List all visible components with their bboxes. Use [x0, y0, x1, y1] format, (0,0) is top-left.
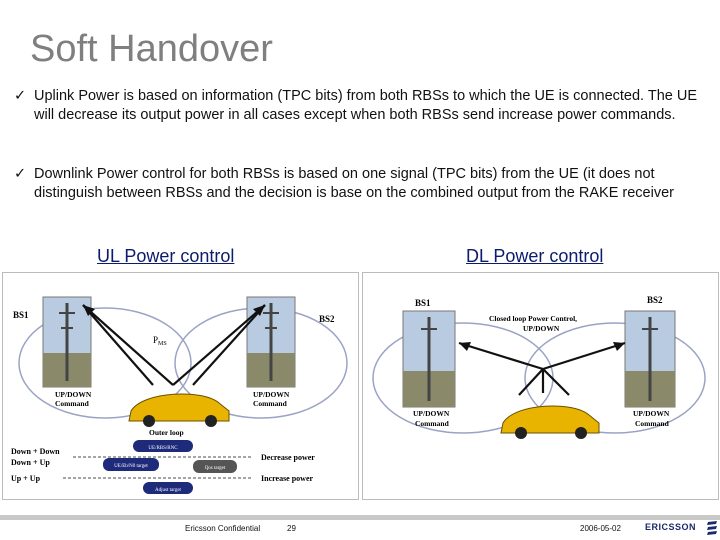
- dl-closed-loop-line1: Closed loop Power Control,: [489, 314, 577, 323]
- ul-bs1-label: BS1: [13, 310, 29, 320]
- ul-increase-power-label: Increase power: [261, 474, 314, 483]
- ul-bs2-tower-image: [247, 297, 295, 387]
- dl-cmd1-line1: UP/DOWN: [413, 409, 450, 418]
- bullet-downlink: ✓ Downlink Power control for both RBSs i…: [14, 165, 704, 203]
- dl-cmd1-line2: Command: [415, 419, 450, 428]
- footer-date: 2006-05-02: [580, 524, 621, 533]
- ericsson-mark-icon: [706, 521, 718, 535]
- ul-bs2-label: BS2: [319, 314, 335, 324]
- ul-pms-label: PMS: [153, 335, 167, 347]
- ul-cmd1-line1: UP/DOWN: [55, 390, 92, 399]
- checkmark-icon: ✓: [14, 87, 26, 106]
- svg-text:Qos target: Qos target: [205, 466, 226, 471]
- ul-bs1-tower-image: [43, 297, 91, 387]
- dl-diagram: BS1 BS2 Closed loop Power Control, UP/DO…: [362, 272, 719, 500]
- dl-power-control-heading: DL Power control: [466, 246, 603, 267]
- ul-up-up-label: Up + Up: [11, 474, 41, 483]
- ul-power-control-heading: UL Power control: [97, 246, 234, 267]
- checkmark-icon: ✓: [14, 165, 26, 184]
- ul-down-down-label: Down + Down: [11, 447, 60, 456]
- svg-text:Adjust target: Adjust target: [155, 488, 181, 493]
- dl-bs2-tower-image: [625, 311, 675, 407]
- bullet-downlink-text: Downlink Power control for both RBSs is …: [34, 165, 704, 203]
- dl-bs1-tower-image: [403, 311, 455, 407]
- ul-cmd2-line1: UP/DOWN: [253, 390, 290, 399]
- ul-car-image: [129, 394, 229, 427]
- bullet-uplink: ✓ Uplink Power is based on information (…: [14, 87, 714, 125]
- dl-cmd2-line2: Command: [635, 419, 670, 428]
- ul-cmd1-line2: Command: [55, 399, 90, 408]
- dl-bs2-label: BS2: [647, 295, 663, 305]
- footer-divider: [0, 515, 720, 520]
- footer-confidential: Ericsson Confidential: [185, 524, 260, 533]
- dl-car-image: [501, 406, 599, 439]
- footer-page-number: 29: [287, 524, 296, 533]
- svg-text:UE/RBS/RNC: UE/RBS/RNC: [148, 446, 178, 451]
- ul-down-up-label: Down + Up: [11, 458, 50, 467]
- bullet-uplink-text: Uplink Power is based on information (TP…: [34, 87, 714, 125]
- dl-bs1-label: BS1: [415, 298, 431, 308]
- ul-outer-loop-label: Outer loop: [149, 428, 184, 437]
- ul-decrease-power-label: Decrease power: [261, 453, 315, 462]
- dl-closed-loop-line2: UP/DOWN: [523, 324, 560, 333]
- ul-diagram: BS1 BS2 PMS UP/DOWN Command UP/DOWN Comm…: [2, 272, 359, 500]
- slide-title: Soft Handover: [30, 28, 273, 71]
- ericsson-logo: ERICSSON: [645, 522, 696, 532]
- ul-cmd2-line2: Command: [253, 399, 288, 408]
- dl-cmd2-line1: UP/DOWN: [633, 409, 670, 418]
- svg-text:UE/Eb/N0 target: UE/Eb/N0 target: [114, 464, 148, 469]
